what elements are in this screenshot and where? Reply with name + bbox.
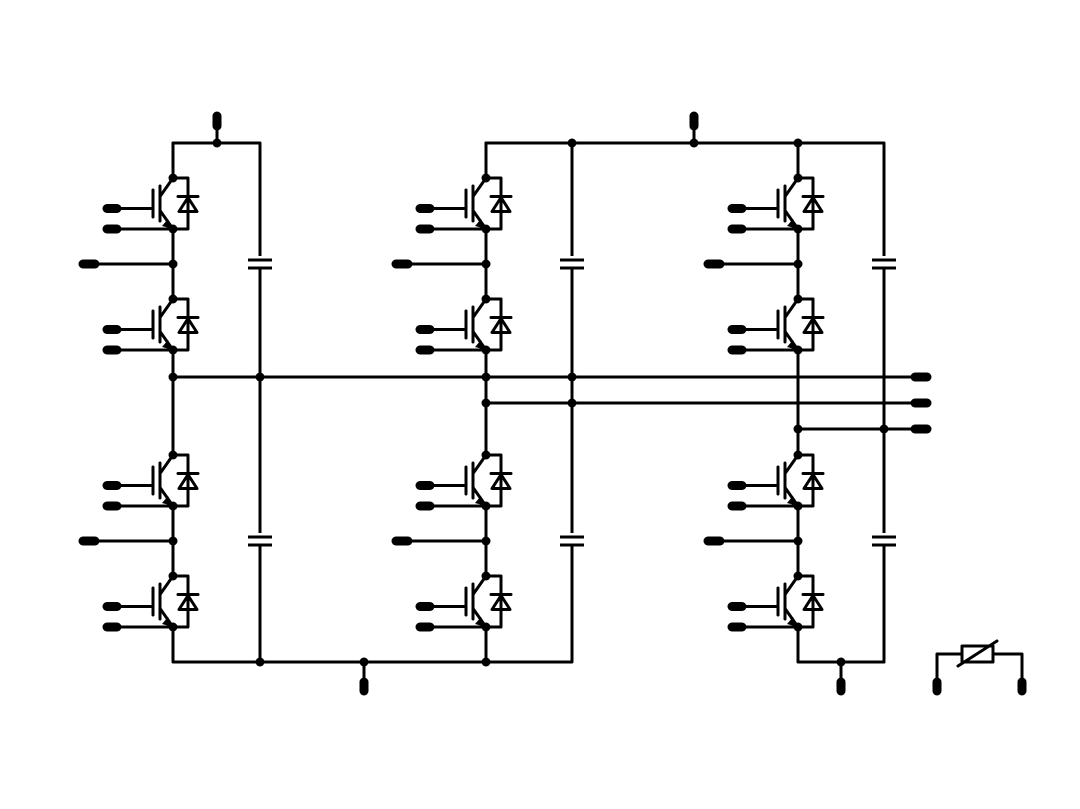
junction-dot [481,450,491,460]
junction-dot [168,173,178,183]
junction-dot [793,259,803,269]
junction-dot [879,424,889,434]
junction-dot [793,536,803,546]
junction-dot [168,536,178,546]
wires [89,122,922,685]
junction-dot [481,657,491,667]
igbt-with-diode-icon [111,297,200,352]
junction-dot [168,571,178,581]
thermistor-slash [956,639,999,668]
junction-dot [168,345,178,355]
junction-dot [212,138,222,148]
igbt-with-diode-icon [424,297,513,352]
junction-dot [168,294,178,304]
junction-dot [793,501,803,511]
junction-dot [793,138,803,148]
igbt-with-diode-icon [736,453,825,508]
junction-dot [168,372,178,382]
terminal-pins [78,111,1027,696]
junction-dot [567,398,577,408]
ntc-thermistor-icon [960,644,995,664]
junction-dot [567,138,577,148]
igbt-with-diode-icon [736,176,825,231]
junction-dot [481,259,491,269]
junction-dot [793,571,803,581]
junction-dot [836,657,846,667]
wire [484,141,886,664]
junction-dot [481,294,491,304]
junction-dot [481,224,491,234]
igbt-with-diode-icon [111,574,200,629]
igbt-with-diode-icon [111,453,200,508]
junction-dot [793,622,803,632]
igbt-with-diode-icon [111,176,200,231]
junction-dot [481,536,491,546]
wire [796,625,886,664]
igbt-with-diode-icon [424,453,513,508]
junction-dot [481,501,491,511]
junction-dot [359,657,369,667]
thermistor-leads [935,652,1024,685]
junction-dot [793,424,803,434]
junction-dot [255,657,265,667]
igbt-with-diode-icon [736,574,825,629]
junction-dot [793,345,803,355]
capacitor-icon [558,533,586,547]
junction-dot [255,372,265,382]
junction-dot [168,259,178,269]
capacitor-icon [870,533,898,547]
junction-dot [168,224,178,234]
junction-dot [168,622,178,632]
capacitor-icon [246,533,274,547]
capacitor-icon [870,256,898,270]
capacitor-icon [246,256,274,270]
junction-dot [793,224,803,234]
junction-dot [793,173,803,183]
junction-dot [168,450,178,460]
igbt-with-diode-icon [736,297,825,352]
junction-dot [481,345,491,355]
capacitor-icon [558,256,586,270]
junction-dots [168,138,889,667]
junction-dot [481,398,491,408]
junction-dot [689,138,699,148]
junction-dot [168,501,178,511]
junction-dot [793,450,803,460]
junction-dot [793,294,803,304]
igbt-with-diode-icon [424,574,513,629]
junction-dot [481,571,491,581]
capacitors [246,256,898,547]
junction-dot [481,622,491,632]
wire [171,141,262,664]
junction-dot [481,173,491,183]
junction-dot [567,372,577,382]
junction-dot [481,372,491,382]
ntc-thermistor [935,639,1024,685]
igbt-with-diode-icon [424,176,513,231]
